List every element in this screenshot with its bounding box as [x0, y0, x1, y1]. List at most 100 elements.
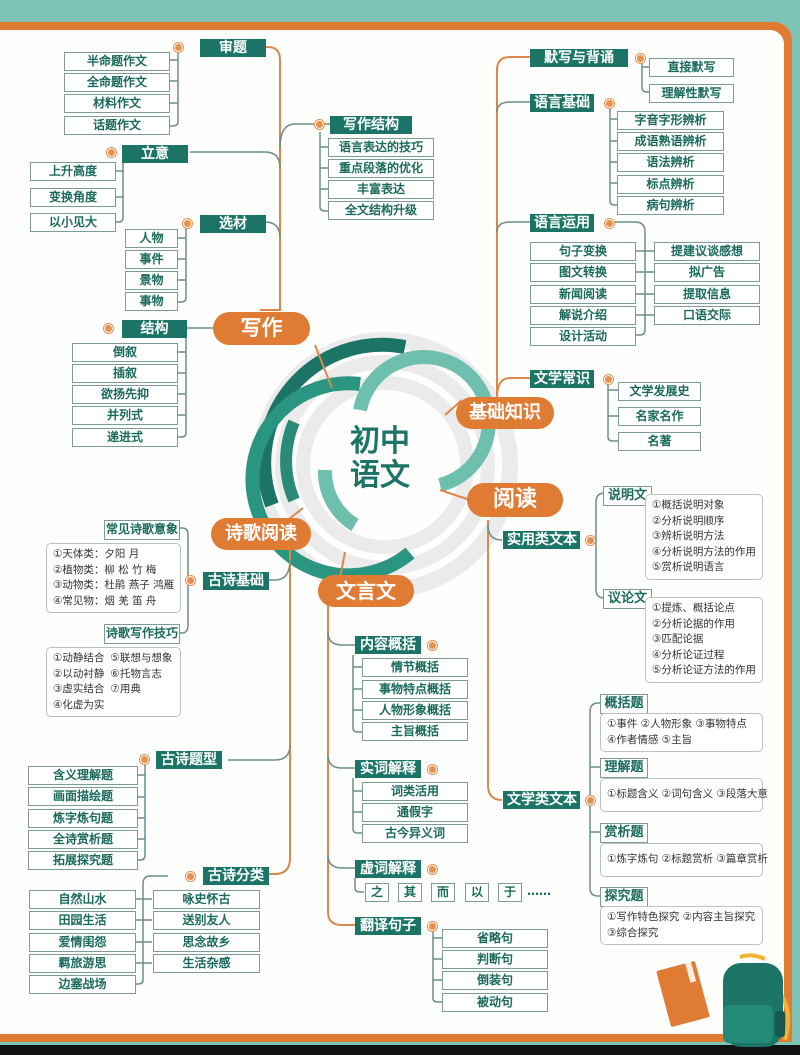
- group-header-shenti[interactable]: 审题: [200, 39, 266, 57]
- leaf-item[interactable]: 通假字: [362, 803, 468, 822]
- leaf-item[interactable]: 主旨概括: [362, 722, 468, 741]
- group-header-translation[interactable]: 翻译句子: [355, 917, 421, 935]
- leaf-item[interactable]: 判断句: [442, 950, 548, 969]
- group-header-content-summary[interactable]: 内容概括: [355, 636, 421, 654]
- leaf-item[interactable]: 并列式: [72, 406, 178, 425]
- leaf-item[interactable]: 炼字炼句题: [28, 809, 138, 828]
- leaf-item[interactable]: 倒叙: [72, 343, 178, 362]
- branch-basics[interactable]: 基础知识: [456, 397, 554, 429]
- leaf-item[interactable]: 景物: [125, 271, 178, 290]
- group-header-yuyanyunyong[interactable]: 语言运用: [530, 214, 594, 232]
- leaf-item[interactable]: 人物形象概括: [362, 701, 468, 720]
- leaf-item[interactable]: 字音字形辨析: [617, 111, 724, 130]
- leaf-item[interactable]: 古今异义词: [362, 824, 468, 843]
- sub-header-techniques[interactable]: 诗歌写作技巧: [104, 624, 180, 644]
- leaf-item[interactable]: 丰富表达: [328, 180, 434, 199]
- group-header-function-words[interactable]: 虚词解释: [355, 860, 421, 878]
- sub-header-exploration[interactable]: 探究题: [600, 887, 648, 907]
- leaf-item[interactable]: 标点辨析: [617, 175, 724, 194]
- sub-header-imagery[interactable]: 常见诗歌意象: [104, 520, 180, 540]
- leaf-item[interactable]: 事物特点概括: [362, 680, 468, 699]
- leaf-item[interactable]: 口语交际: [654, 306, 760, 325]
- leaf-item[interactable]: 以小见大: [30, 213, 116, 232]
- leaf-item[interactable]: 自然山水: [29, 890, 136, 909]
- leaf-item[interactable]: 变换角度: [30, 188, 116, 207]
- leaf-item[interactable]: 直接默写: [649, 58, 734, 77]
- sub-header-understanding[interactable]: 理解题: [600, 758, 648, 778]
- sub-header-summary[interactable]: 概括题: [600, 694, 648, 714]
- leaf-item[interactable]: 事件: [125, 250, 178, 269]
- leaf-item[interactable]: 爱情闺怨: [29, 933, 136, 952]
- group-header-literary-text[interactable]: 文学类文本: [503, 791, 580, 809]
- leaf-item[interactable]: 含义理解题: [28, 766, 138, 785]
- leaf-item[interactable]: 羁旅游思: [29, 954, 136, 973]
- leaf-item[interactable]: 拓展探究题: [28, 851, 138, 870]
- leaf-item[interactable]: 提取信息: [654, 285, 760, 304]
- branch-reading[interactable]: 阅读: [467, 483, 563, 517]
- sub-header-expository[interactable]: 说明文: [603, 486, 652, 506]
- group-header-practical-text[interactable]: 实用类文本: [503, 531, 580, 549]
- char-item[interactable]: 之: [365, 883, 389, 902]
- leaf-item[interactable]: 田园生活: [29, 911, 136, 930]
- leaf-item[interactable]: 语言表达的技巧: [328, 138, 434, 157]
- leaf-item[interactable]: 全诗赏析题: [28, 830, 138, 849]
- leaf-item[interactable]: 事物: [125, 292, 178, 311]
- group-header-moxie[interactable]: 默写与背诵: [530, 49, 628, 67]
- sub-header-argumentative[interactable]: 议论文: [603, 589, 652, 609]
- leaf-item[interactable]: 画面描绘题: [28, 787, 138, 806]
- group-header-poetry-basics[interactable]: 古诗基础: [203, 572, 269, 590]
- group-header-yuyanjichu[interactable]: 语言基础: [530, 94, 594, 112]
- group-header-notional-words[interactable]: 实词解释: [355, 760, 421, 778]
- leaf-item[interactable]: 边塞战场: [29, 975, 136, 994]
- branch-poetry[interactable]: 诗歌阅读: [211, 518, 311, 550]
- leaf-item[interactable]: 成语熟语辨析: [617, 132, 724, 151]
- leaf-item[interactable]: 倒装句: [442, 971, 548, 990]
- leaf-item[interactable]: 文学发展史: [618, 382, 701, 401]
- leaf-item[interactable]: 递进式: [72, 428, 178, 447]
- leaf-item[interactable]: 拟广告: [654, 263, 760, 282]
- leaf-item[interactable]: 设计活动: [530, 327, 636, 346]
- leaf-item[interactable]: 被动句: [442, 993, 548, 1012]
- leaf-item[interactable]: 语法辨析: [617, 153, 724, 172]
- leaf-item[interactable]: 全文结构升级: [328, 201, 434, 220]
- leaf-item[interactable]: 欲扬先抑: [72, 385, 178, 404]
- leaf-item[interactable]: 提建议谈感想: [654, 242, 760, 261]
- leaf-item[interactable]: 咏史怀古: [153, 890, 260, 909]
- group-header-liyi[interactable]: 立意: [122, 145, 188, 163]
- leaf-item[interactable]: 解说介绍: [530, 306, 636, 325]
- leaf-item[interactable]: 插叙: [72, 364, 178, 383]
- branch-writing[interactable]: 写作: [213, 312, 310, 345]
- group-header-xuancai[interactable]: 选材: [200, 215, 266, 233]
- leaf-item[interactable]: 病句辨析: [617, 196, 724, 215]
- leaf-item[interactable]: 上升高度: [30, 162, 116, 181]
- char-item[interactable]: 而: [431, 883, 455, 902]
- leaf-item[interactable]: 名著: [618, 432, 701, 451]
- leaf-item[interactable]: 送别友人: [153, 911, 260, 930]
- leaf-item[interactable]: 半命题作文: [64, 52, 170, 71]
- char-item[interactable]: 以: [465, 883, 489, 902]
- leaf-item[interactable]: 思念故乡: [153, 933, 260, 952]
- branch-classical[interactable]: 文言文: [318, 575, 414, 607]
- leaf-item[interactable]: 生活杂感: [153, 954, 260, 973]
- leaf-item[interactable]: 新闻阅读: [530, 285, 636, 304]
- leaf-item[interactable]: 材料作文: [64, 94, 170, 113]
- group-header-poetry-categories[interactable]: 古诗分类: [203, 867, 269, 885]
- leaf-item[interactable]: 词类活用: [362, 782, 468, 801]
- leaf-item[interactable]: 理解性默写: [649, 84, 734, 103]
- leaf-item[interactable]: 重点段落的优化: [328, 159, 434, 178]
- group-header-jiegou[interactable]: 结构: [122, 320, 187, 338]
- group-header-xiezuojiegou[interactable]: 写作结构: [330, 116, 412, 134]
- leaf-item[interactable]: 省略句: [442, 929, 548, 948]
- leaf-item[interactable]: 句子变换: [530, 242, 636, 261]
- sub-header-appreciation[interactable]: 赏析题: [600, 823, 648, 843]
- leaf-item[interactable]: 情节概括: [362, 658, 468, 677]
- group-header-wenxuechangshi[interactable]: 文学常识: [530, 370, 594, 388]
- char-item[interactable]: 其: [398, 883, 422, 902]
- leaf-item[interactable]: 图文转换: [530, 263, 636, 282]
- leaf-item[interactable]: 人物: [125, 229, 178, 248]
- leaf-item[interactable]: 名家名作: [618, 407, 701, 426]
- group-header-poetry-types[interactable]: 古诗题型: [156, 751, 222, 769]
- leaf-item[interactable]: 话题作文: [64, 116, 170, 135]
- char-item[interactable]: 于: [498, 883, 522, 902]
- leaf-item[interactable]: 全命题作文: [64, 73, 170, 92]
